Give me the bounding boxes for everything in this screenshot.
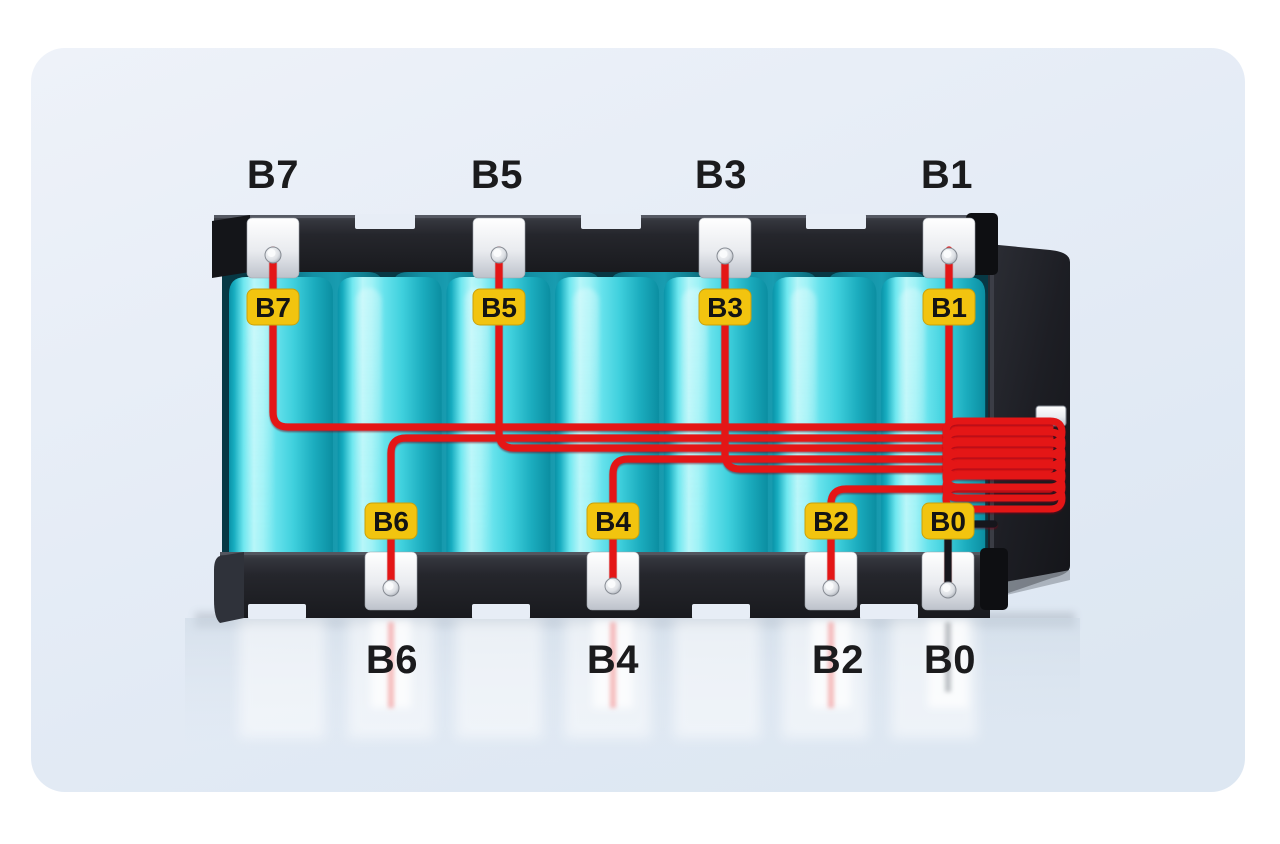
bottom-rail-notch [860, 604, 918, 619]
bottom-rail-notch [692, 604, 750, 619]
wire-b5 [495, 246, 1054, 452]
wire-tags: B7 B5 B3 B1 B6 B4 B2 B0 [246, 288, 976, 540]
tag-text: B1 [931, 292, 967, 323]
wire-tag-b0: B0 [921, 502, 975, 540]
coil-loop [942, 472, 1066, 502]
wire-b3 [721, 248, 1054, 473]
rivet-b7 [264, 246, 282, 264]
label-top-b3: B3 [695, 153, 747, 197]
cell-highlights [247, 288, 926, 544]
wire-b6 [387, 434, 1054, 592]
end-panel-bottom-edge [994, 570, 1070, 598]
top-rail [212, 213, 998, 278]
bottom-rail-notch [472, 604, 530, 619]
tag-background [246, 288, 300, 326]
tag-text: B3 [707, 292, 743, 323]
tag-background [922, 288, 976, 326]
label-bottom-b0: B0 [924, 638, 976, 682]
tag-text: B4 [595, 506, 631, 537]
wire-b4 [609, 455, 1054, 590]
tag-text: B0 [930, 506, 966, 537]
wire-tag-b6: B6 [364, 502, 418, 540]
bottom-rail-left-cap [214, 552, 244, 623]
tag-background [472, 288, 526, 326]
wire-b7 [269, 246, 1054, 431]
label-bottom-b4: B4 [587, 638, 639, 682]
bottom-rail-right-post [980, 548, 1008, 610]
wire-reflections [388, 622, 951, 708]
label-top-b7: B7 [247, 153, 299, 197]
wire-tag-b7: B7 [246, 288, 300, 326]
label-top-b5: B5 [471, 153, 523, 197]
battery-pack [212, 213, 1070, 623]
rivet-b3 [716, 247, 734, 265]
label-top-b1: B1 [921, 153, 973, 197]
rivet-b0 [939, 581, 957, 599]
wire-tag-b1: B1 [922, 288, 976, 326]
tag-background [804, 502, 858, 540]
tag-text: B6 [373, 506, 409, 537]
top-rail-notch [806, 214, 866, 229]
floor-reflection [185, 612, 1080, 773]
top-rail-notch [355, 214, 415, 229]
bottom-rail-notch [248, 604, 306, 619]
tag-text: B5 [481, 292, 517, 323]
rivet-b2 [822, 579, 840, 597]
rivet-b5 [490, 246, 508, 264]
tag-text: B2 [813, 506, 849, 537]
terminal-labels: B7 B5 B3 B1 B6 B4 B2 B0 [247, 153, 976, 682]
wire-tag-b3: B3 [698, 288, 752, 326]
rivet-b4 [604, 577, 622, 595]
tag-background [586, 502, 640, 540]
rivet-b6 [382, 579, 400, 597]
wire-coil [942, 417, 1066, 513]
label-bottom-b2: B2 [812, 638, 864, 682]
top-rail-left-cap [212, 215, 250, 278]
wire-tag-b5: B5 [472, 288, 526, 326]
tag-background [921, 502, 975, 540]
top-rail-notch [581, 214, 641, 229]
label-bottom-b6: B6 [366, 638, 418, 682]
terminal-rivets [264, 246, 958, 599]
tag-text: B7 [255, 292, 291, 323]
tag-background [698, 288, 752, 326]
wire-tag-b2: B2 [804, 502, 858, 540]
coil-loop [942, 483, 1066, 513]
rivet-b1 [940, 247, 958, 265]
wire-tag-b4: B4 [586, 502, 640, 540]
tag-background [364, 502, 418, 540]
